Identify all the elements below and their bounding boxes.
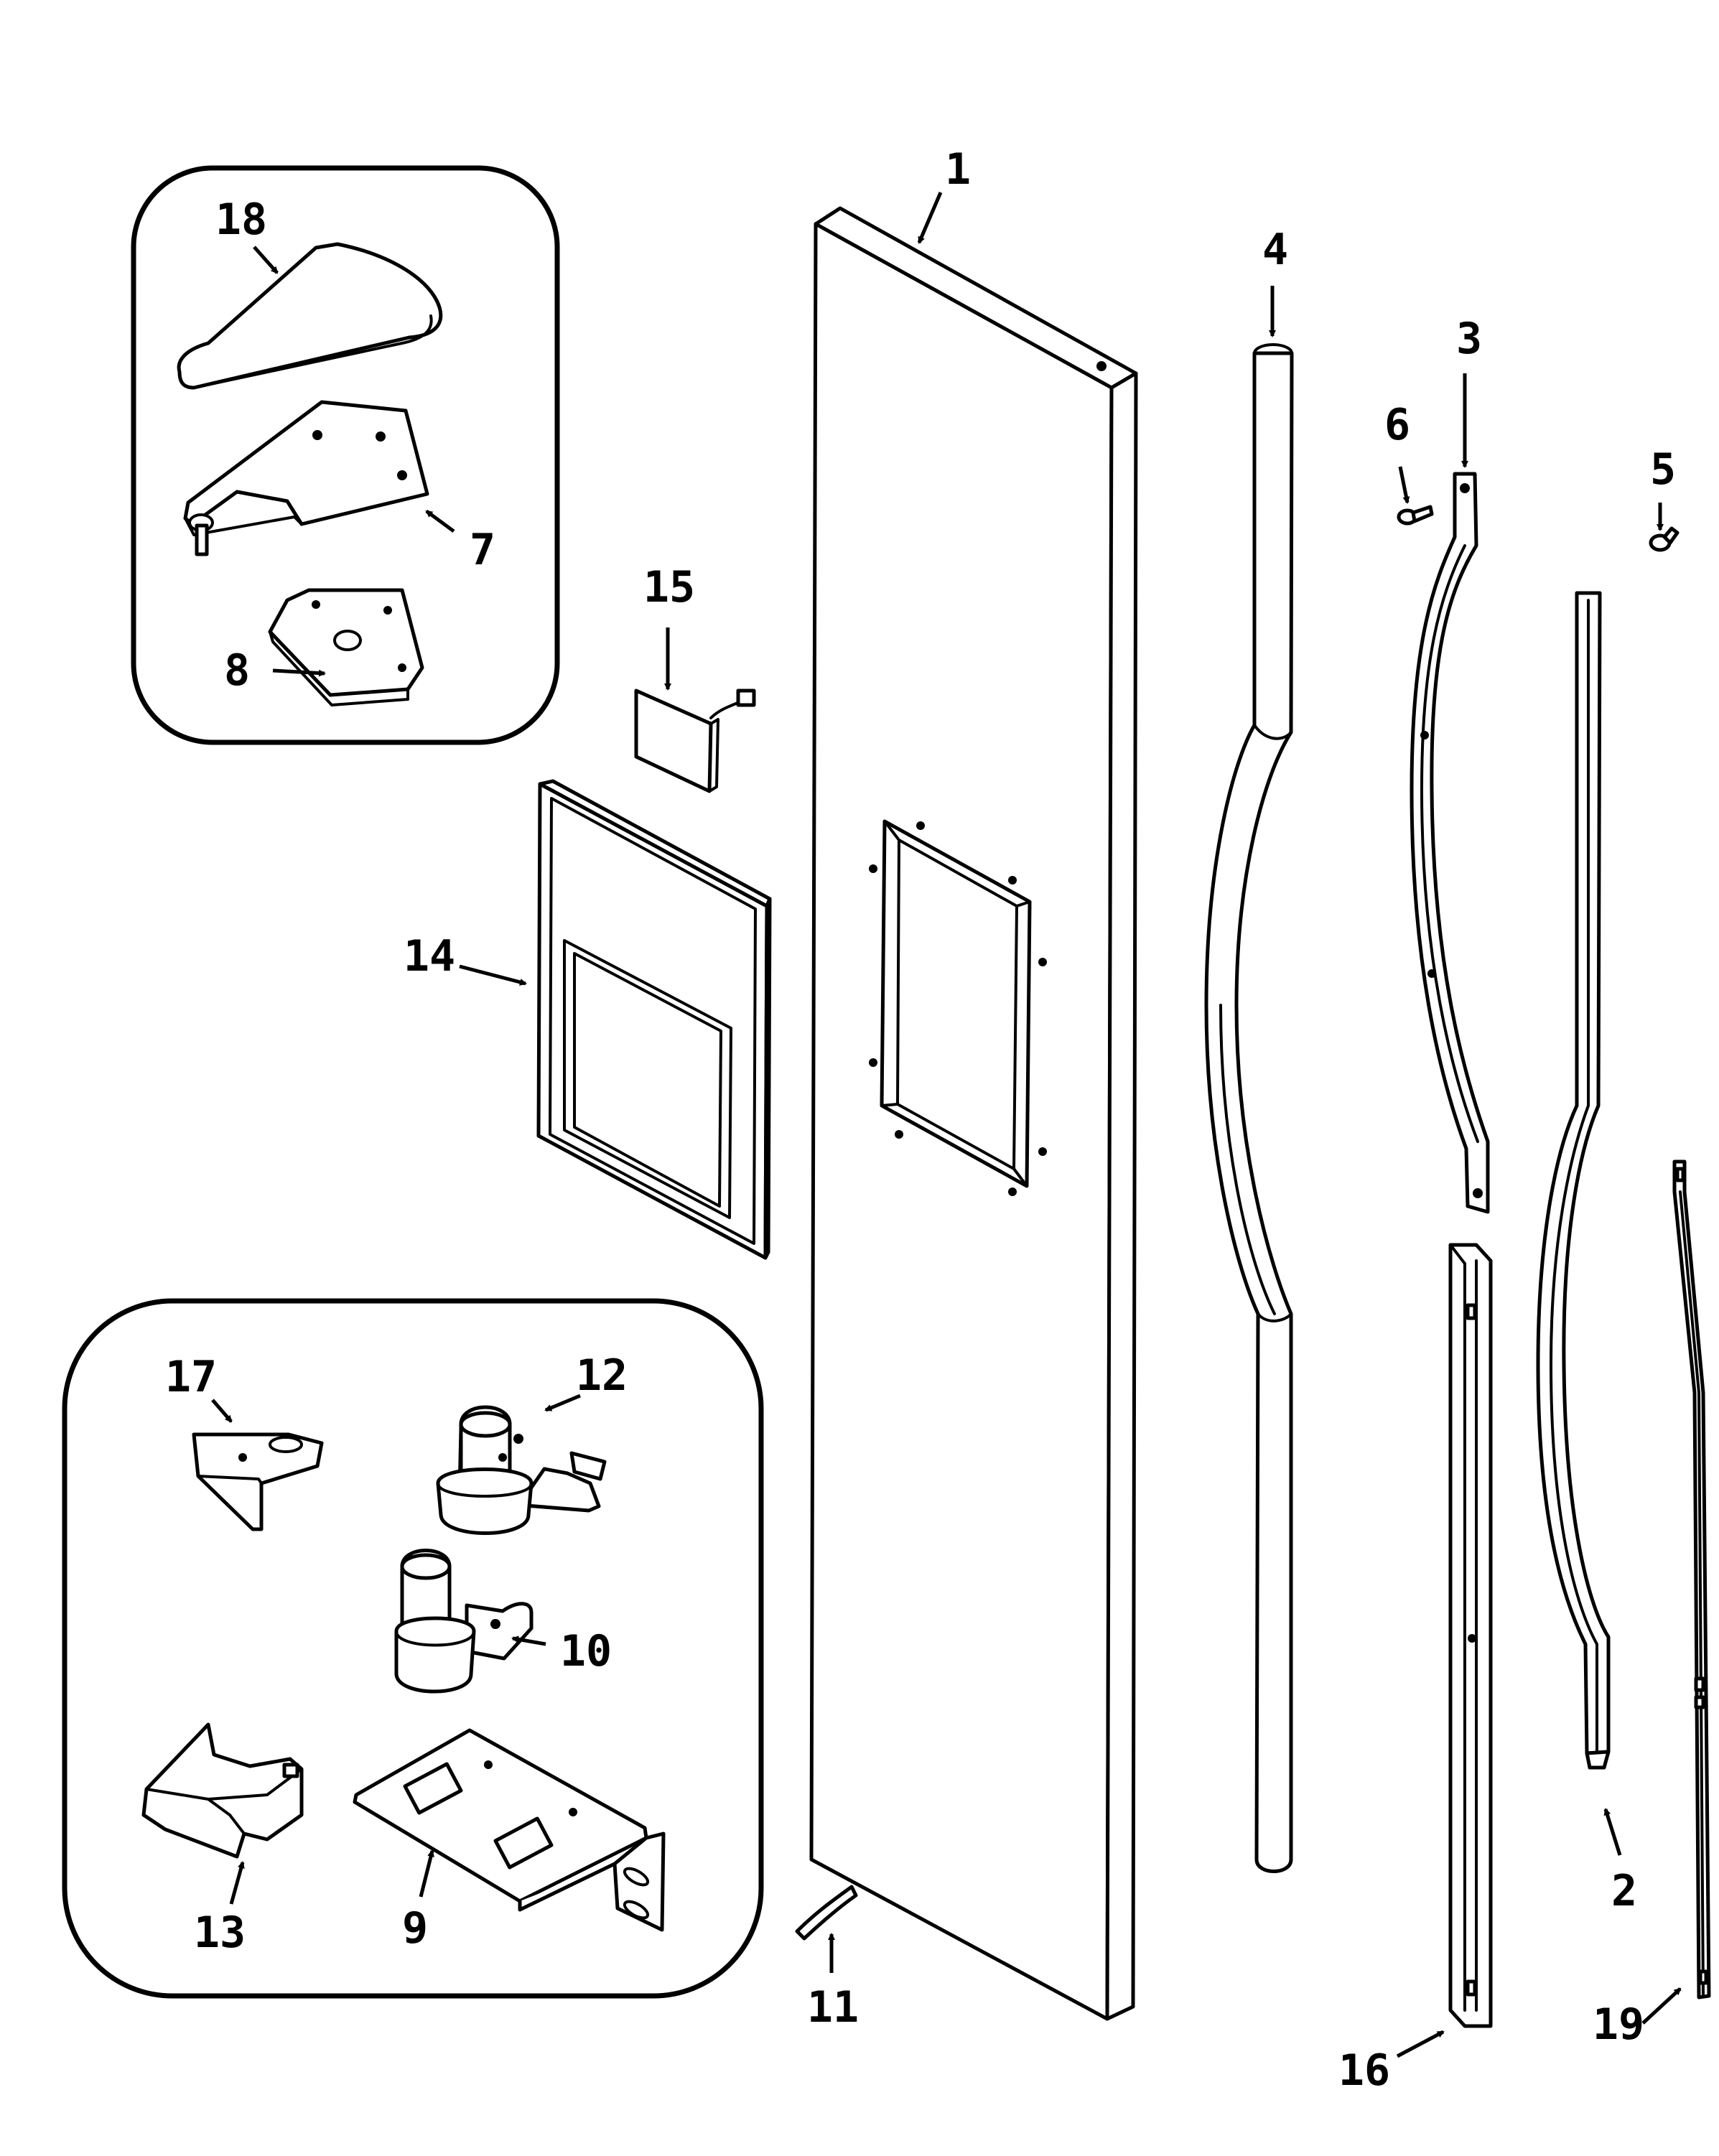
callout-19: 19: [1593, 1999, 1644, 2050]
callout-8: 8: [224, 645, 250, 696]
switch-module-part: [634, 689, 756, 793]
callout-6: 6: [1384, 400, 1410, 450]
callout-9: 9: [402, 1903, 428, 1954]
callout-1: 1: [945, 144, 971, 195]
lower-hinge-pin-part: [394, 1549, 534, 1694]
hinge-inset-panel-top: [131, 165, 560, 745]
callout-3: 3: [1456, 314, 1482, 364]
callout-12: 12: [576, 1350, 628, 1401]
callout-7: 7: [470, 525, 495, 575]
callout-11: 11: [807, 1982, 859, 2033]
handle-bracket-part: [1410, 472, 1490, 1214]
leader-arrows: [211, 192, 1682, 2058]
callout-labels: 1 2 3 4 5 6 7 8 9 10 11 12 13 14 15 16 1…: [165, 144, 1676, 2096]
dispenser-trim-frame-part: [536, 779, 772, 1260]
screw-part-6: [1397, 505, 1434, 526]
callout-13: 13: [194, 1908, 246, 1958]
upper-hinge-plate-part: [183, 400, 429, 556]
callout-15: 15: [643, 562, 695, 612]
upper-hinge-pin-part: [436, 1405, 607, 1535]
handle-trim-strip-part: [1536, 591, 1611, 1770]
lower-trim-strip-part: [1448, 1243, 1493, 2028]
door-panel-part: [809, 206, 1138, 2021]
small-bracket-part: [192, 1432, 324, 1531]
bottom-seal-strip-part: [795, 1885, 858, 1941]
callout-4: 4: [1262, 225, 1288, 275]
long-trim-strip-part: [1672, 1159, 1711, 1999]
callout-16: 16: [1338, 2045, 1390, 2096]
callout-17: 17: [165, 1352, 217, 1402]
callout-14: 14: [404, 931, 455, 981]
lower-hinge-cover-part: [141, 1722, 304, 1859]
hinge-inset-panel-bottom: [62, 1298, 764, 1999]
door-handle-part: [1204, 343, 1294, 1873]
callout-18: 18: [215, 195, 267, 245]
callout-10: 10: [560, 1626, 612, 1676]
callout-2: 2: [1611, 1866, 1637, 1916]
lower-hinge-plate-part: [268, 588, 424, 706]
bottom-hinge-bracket-part: [353, 1728, 666, 1932]
hinge-cover-part: [177, 242, 443, 390]
callout-5: 5: [1650, 444, 1676, 495]
screw-part-5: [1649, 526, 1680, 552]
